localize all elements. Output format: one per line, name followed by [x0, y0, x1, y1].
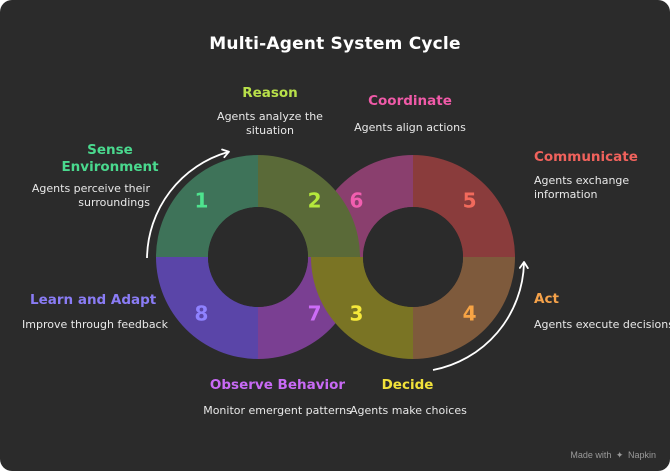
footer-brand: Napkin: [627, 450, 656, 460]
stage-title-communicate: Communicate: [534, 149, 638, 165]
segment-reason: [258, 155, 360, 257]
napkin-logo-icon: ✦: [615, 450, 624, 460]
footer-prefix: Made with: [570, 450, 612, 460]
stage-number-3: 3: [349, 302, 363, 326]
made-with-napkin-footer: Made with ✦ Napkin: [570, 450, 656, 461]
cycle-arrow-right: [432, 261, 529, 371]
stage-number-7: 7: [308, 302, 322, 326]
stage-number-5: 5: [463, 188, 477, 212]
stage-desc-learn-and-adapt: Improve through feedback: [22, 318, 168, 331]
stage-desc-reason: Agents analyze the situation: [217, 110, 323, 137]
stage-number-4: 4: [463, 302, 477, 326]
segment-learn-and-adapt: [156, 257, 258, 359]
stage-desc-decide: Agents make choices: [350, 404, 467, 417]
stage-title-observe-behavior: Observe Behavior: [209, 377, 346, 393]
right-loop-hole: [363, 207, 463, 307]
stage-title-coordinate: Coordinate: [368, 93, 452, 109]
stage-title-sense-environment: Sense Environment: [61, 142, 159, 175]
stage-number-1: 1: [194, 188, 208, 212]
stage-desc-communicate: Agents exchange information: [534, 174, 630, 201]
left-loop-hole: [208, 207, 308, 307]
segment-sense-environment: [156, 155, 258, 257]
segment-decide: [311, 257, 413, 359]
segment-communicate: [413, 155, 515, 257]
segment-act: [413, 257, 515, 359]
stage-number-8: 8: [194, 302, 208, 326]
diagram-title: Multi-Agent System Cycle: [209, 34, 461, 54]
cycle-arrow-left: [146, 148, 230, 259]
stage-desc-sense-environment: Agents perceive their surroundings: [31, 182, 150, 209]
stage-desc-act: Agents execute decisions: [534, 318, 670, 331]
stage-title-decide: Decide: [381, 377, 434, 393]
stage-number-2: 2: [308, 188, 322, 212]
stage-title-learn-and-adapt: Learn and Adapt: [30, 292, 157, 308]
stage-title-reason: Reason: [242, 85, 298, 101]
stage-number-6: 6: [349, 188, 363, 212]
stage-desc-coordinate: Agents align actions: [354, 121, 466, 134]
stage-desc-observe-behavior: Monitor emergent patterns: [203, 404, 352, 417]
stage-title-act: Act: [534, 291, 559, 307]
